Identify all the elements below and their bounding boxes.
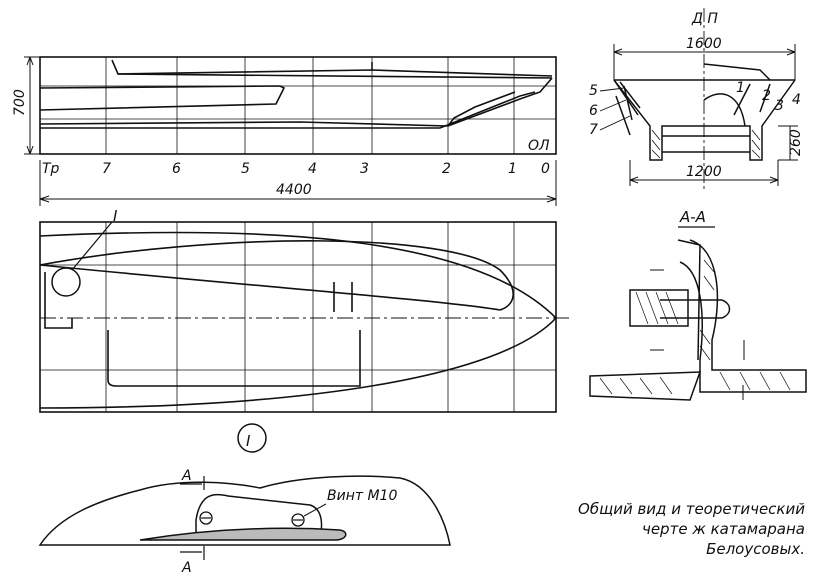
- station-label: 7: [102, 161, 111, 177]
- baseline-label: ОЛ: [528, 138, 550, 154]
- section-aa-shape: [589, 239, 807, 401]
- section-callout: 5: [589, 83, 598, 99]
- height-dimension: [24, 56, 40, 155]
- section-header: Д П: [691, 11, 718, 27]
- station-label: 3: [360, 161, 369, 177]
- station-label: Тр: [42, 161, 60, 177]
- hull-profile-lines: [39, 59, 553, 129]
- detail-I: I Винт М10 А А: [38, 423, 451, 576]
- station-label: 5: [241, 161, 250, 177]
- detail-ref-label: I: [113, 207, 118, 225]
- caption-line-3: Белоусовых.: [706, 540, 805, 558]
- section-callout: 1: [736, 80, 745, 96]
- section-hatching: [651, 129, 761, 159]
- detail-callout-circle: [51, 267, 81, 297]
- section-left-leaders: [599, 87, 631, 131]
- section-aa-marks: [650, 269, 745, 400]
- detail-I-symbol: I: [246, 432, 251, 450]
- section-callout: 3: [775, 98, 784, 114]
- detail-I-circle: [237, 423, 267, 453]
- section-aa: А-А: [589, 208, 807, 401]
- section-bottom-dimension: [629, 160, 779, 186]
- section-shape: [613, 63, 796, 161]
- cut-label-bottom: А: [181, 560, 192, 576]
- screw-label: Винт М10: [327, 488, 397, 504]
- station-grid: [40, 57, 556, 154]
- screw-leader: [303, 503, 327, 517]
- section-callout: 7: [589, 122, 598, 138]
- plan-hull-lines: [39, 231, 557, 409]
- station-label: 2: [442, 161, 451, 177]
- caption-line-2: черте ж катамарана: [642, 520, 805, 538]
- section-callout: 4: [792, 92, 801, 108]
- side-view: 700 ОЛ Тр 7 6 5 4 3 2 1 0 4400: [12, 56, 557, 206]
- plan-view: I: [39, 207, 570, 413]
- section-callout: 2: [762, 88, 771, 104]
- station-label: 4: [308, 161, 317, 177]
- plan-view-frame: [39, 221, 557, 413]
- station-label: 1: [508, 161, 517, 177]
- section-aa-title: А-А: [679, 208, 706, 226]
- figure-caption: Общий вид и теоретический черте ж катама…: [578, 500, 805, 558]
- detail-leader-line: [71, 221, 113, 271]
- section-top-width: 1600: [686, 36, 722, 52]
- plan-grid: [40, 222, 556, 412]
- section-bottom-width: 1200: [686, 164, 722, 180]
- side-view-frame: [39, 56, 557, 155]
- cut-label-top: А: [181, 468, 192, 484]
- height-dimension-label: 700: [12, 89, 28, 116]
- caption-line-1: Общий вид и теоретический: [578, 500, 805, 518]
- cut-marks: [180, 476, 205, 560]
- length-dimension-label: 4400: [276, 182, 312, 198]
- detail-I-shape: [38, 475, 451, 546]
- section-height-label: 260: [788, 129, 804, 156]
- section-height-dimension: [778, 125, 798, 161]
- station-label: 0: [541, 161, 550, 177]
- section-aa-hatching: [599, 259, 791, 395]
- length-dimension: [39, 160, 557, 206]
- section-view: Д П 1600: [589, 8, 804, 190]
- station-label: 6: [172, 161, 181, 177]
- section-top-dimension: [613, 44, 796, 80]
- section-callout: 6: [589, 103, 598, 119]
